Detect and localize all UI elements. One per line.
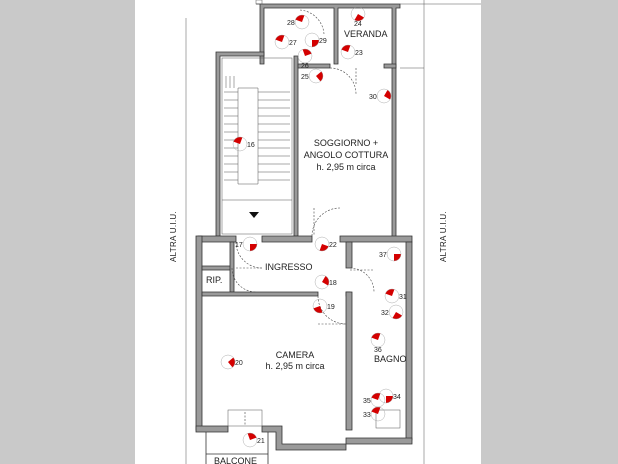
photo-point-21: 21 (242, 432, 265, 448)
camera-marker-icon (384, 89, 391, 100)
room-label-soggiorno: SOGGIORNO + (314, 138, 378, 148)
room-label-ingresso: INGRESSO (265, 262, 313, 272)
photo-point-label: 27 (289, 40, 297, 47)
room-label-bagno: BAGNO (374, 354, 407, 364)
room-label-angolo-cottura: ANGOLO COTTURA (304, 150, 389, 160)
camera-marker-icon (316, 71, 323, 82)
side-label-right: ALTRA U.I.U. (439, 211, 448, 262)
photo-point-34: 34 (378, 388, 401, 404)
photo-point-32: 32 (381, 304, 404, 320)
floor-plan-drawing: VERANDA SOGGIORNO + ANGOLO COTTURA h. 2,… (169, 0, 481, 464)
photo-point-33: 33 (363, 406, 386, 422)
photo-point-label: 19 (327, 304, 335, 311)
photo-point-24: 24 (350, 6, 366, 28)
photo-point-27: 27 (274, 34, 297, 50)
camera-marker-icon (312, 40, 319, 47)
stair-direction-arrow (249, 212, 259, 218)
photo-point-31: 31 (384, 288, 407, 304)
floor-plan-sheet: VERANDA SOGGIORNO + ANGOLO COTTURA h. 2,… (135, 0, 481, 464)
photo-point-label: 31 (399, 294, 407, 301)
door-swings (227, 9, 401, 429)
photo-point-19: 19 (312, 298, 335, 314)
camera-marker-icon (250, 244, 257, 251)
photo-point-label: 25 (301, 74, 309, 81)
photo-point-37: 37 (379, 246, 402, 262)
photo-point-26: 26 (297, 48, 313, 70)
camera-marker-icon (394, 254, 401, 261)
room-label-balcone: BALCONE (214, 456, 257, 464)
photo-point-label: 17 (235, 242, 243, 249)
side-label-left: ALTRA U.I.U. (169, 211, 178, 262)
photo-point-18: 18 (314, 274, 337, 290)
room-height-soggiorno: h. 2,95 m circa (316, 162, 375, 172)
photo-point-28: 28 (287, 14, 310, 30)
exterior-walls (195, 3, 413, 464)
photo-point-label: 30 (369, 94, 377, 101)
photo-point-label: 37 (379, 252, 387, 259)
photo-point-label: 32 (381, 310, 389, 317)
photo-point-20: 20 (220, 354, 243, 370)
photo-point-35: 35 (363, 392, 386, 408)
camera-marker-icon (228, 357, 235, 368)
camera-marker-icon (386, 396, 393, 403)
photo-point-label: 23 (355, 50, 363, 57)
room-label-rip: RIP. (206, 275, 222, 285)
photo-point-label: 33 (363, 412, 371, 419)
photo-point-label: 35 (363, 398, 371, 405)
photo-point-30: 30 (369, 88, 392, 104)
camera-marker-icon (322, 275, 329, 286)
camera-marker-icon (392, 312, 403, 319)
photo-point-label: 36 (374, 347, 382, 354)
room-height-camera: h. 2,95 m circa (265, 361, 324, 371)
photo-point-label: 26 (301, 63, 309, 70)
room-label-camera: CAMERA (276, 350, 315, 360)
photo-point-label: 16 (247, 142, 255, 149)
photo-point-36: 36 (370, 332, 386, 354)
staircase (221, 57, 293, 235)
photo-point-25: 25 (301, 68, 324, 84)
photo-point-label: 28 (287, 20, 295, 27)
photo-point-label: 18 (329, 280, 337, 287)
photo-point-label: 24 (354, 21, 362, 28)
outline-lines (185, 0, 481, 464)
camera-marker-icon (354, 14, 365, 21)
photo-point-label: 20 (235, 360, 243, 367)
photo-point-17: 17 (235, 236, 258, 252)
photo-point-29: 29 (304, 32, 327, 48)
photo-point-label: 22 (329, 242, 337, 249)
room-label-veranda: VERANDA (344, 29, 388, 39)
photo-point-label: 34 (393, 394, 401, 401)
photo-point-label: 21 (257, 438, 265, 445)
photo-point-markers: 16 17 18 19 20 21 22 23 24 25 26 27 28 29 30 31 32 33 34 35… (220, 6, 407, 448)
photo-point-23: 23 (340, 44, 363, 60)
photo-point-16: 16 (232, 136, 255, 152)
photo-point-22: 22 (314, 236, 337, 252)
photo-point-label: 29 (319, 38, 327, 45)
